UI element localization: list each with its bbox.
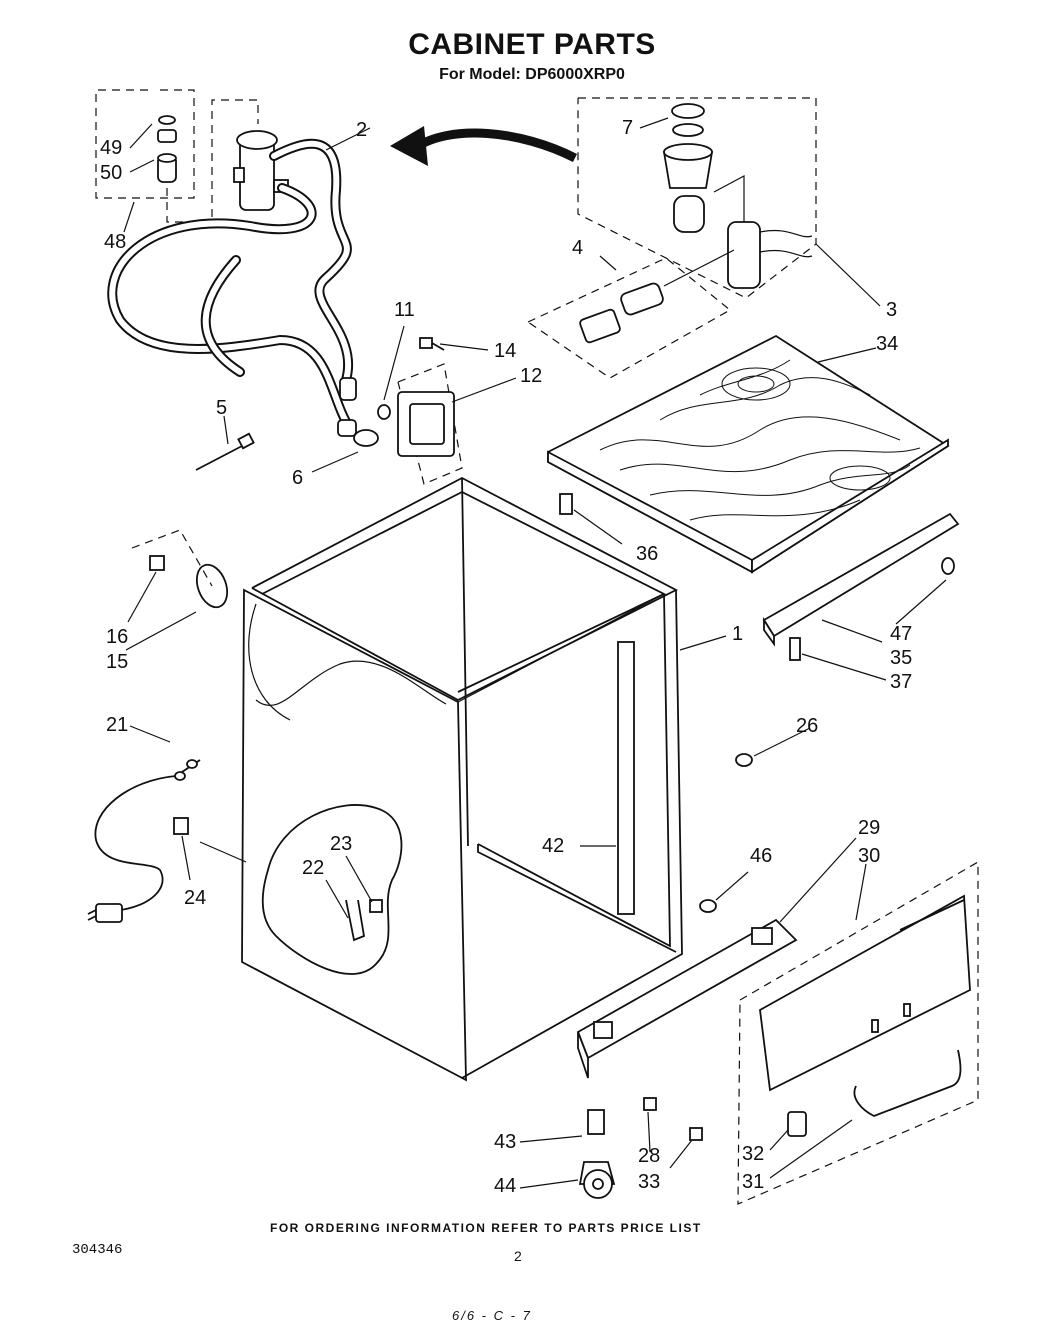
callout-labels: 1 2 3 4 5 6 7 11 12 14 15 16 21 22 23 24…: [100, 117, 912, 1197]
screw-26: [735, 753, 753, 767]
document-number: 304346: [72, 1242, 123, 1258]
wood-top-34: [547, 334, 950, 574]
front-panel-30: [737, 860, 979, 1205]
callout-26: 26: [796, 715, 818, 737]
model-subtitle: For Model: DP6000XRP0: [439, 66, 625, 83]
screw-28: [643, 1097, 657, 1111]
callout-28: 28: [638, 1145, 660, 1167]
callout-16: 16: [106, 626, 128, 648]
callout-15: 15: [106, 651, 128, 673]
callout-49: 49: [100, 137, 122, 159]
screw-24: [173, 817, 189, 835]
valve-fittings-group: [527, 249, 735, 379]
mounting-bracket-group: [353, 363, 463, 485]
callout-47: 47: [890, 623, 912, 645]
ordering-info-note: FOR ORDERING INFORMATION REFER TO PARTS …: [270, 1221, 702, 1235]
callout-1: 1: [732, 623, 743, 645]
rail-35: [762, 512, 960, 661]
callout-2: 2: [356, 119, 367, 141]
page-title: CABINET PARTS: [408, 28, 656, 61]
callout-46: 46: [750, 845, 772, 867]
callout-43: 43: [494, 1131, 516, 1153]
callout-36: 36: [636, 543, 658, 565]
screw-14: [419, 337, 445, 351]
callout-11: 11: [394, 299, 415, 321]
page-number: 2: [514, 1248, 522, 1264]
callout-48: 48: [104, 231, 126, 253]
callout-29: 29: [858, 817, 880, 839]
callout-24: 24: [184, 887, 206, 909]
power-cord-21: [87, 759, 201, 923]
callout-37: 37: [890, 671, 912, 693]
callout-5: 5: [216, 397, 227, 419]
valve-detail-group: [577, 97, 817, 299]
callout-4: 4: [572, 237, 583, 259]
callout-3: 3: [886, 299, 897, 321]
callout-14: 14: [494, 340, 516, 362]
screw-33: [689, 1127, 703, 1141]
plug-15: [131, 529, 229, 609]
callout-44: 44: [494, 1175, 516, 1197]
callout-21: 21: [106, 714, 128, 736]
revision-code: 6/6 - C - 7: [452, 1308, 532, 1323]
callout-32: 32: [742, 1143, 764, 1165]
filter-cap-group: [95, 89, 259, 223]
base-rail-29: [576, 918, 798, 1079]
fill-valve-hose-assembly: [107, 130, 357, 437]
direction-arrow: [390, 126, 578, 166]
callout-33: 33: [638, 1171, 660, 1193]
callout-34: 34: [876, 333, 898, 355]
caster-44: [578, 1109, 616, 1199]
callout-35: 35: [890, 647, 912, 669]
callout-23: 23: [330, 833, 352, 855]
callout-30: 30: [858, 845, 880, 867]
cabinet-1: [241, 476, 683, 1082]
callout-7: 7: [622, 117, 633, 139]
callout-50: 50: [100, 162, 122, 184]
leader-lines: [123, 117, 947, 1189]
screw-36: [559, 493, 573, 515]
callout-22: 22: [302, 857, 324, 879]
callout-6: 6: [292, 467, 303, 489]
screw-46: [699, 899, 717, 913]
callout-42: 42: [542, 835, 564, 857]
callout-31: 31: [742, 1171, 764, 1193]
callout-12: 12: [520, 365, 542, 387]
cable-tie-5: [195, 432, 255, 471]
